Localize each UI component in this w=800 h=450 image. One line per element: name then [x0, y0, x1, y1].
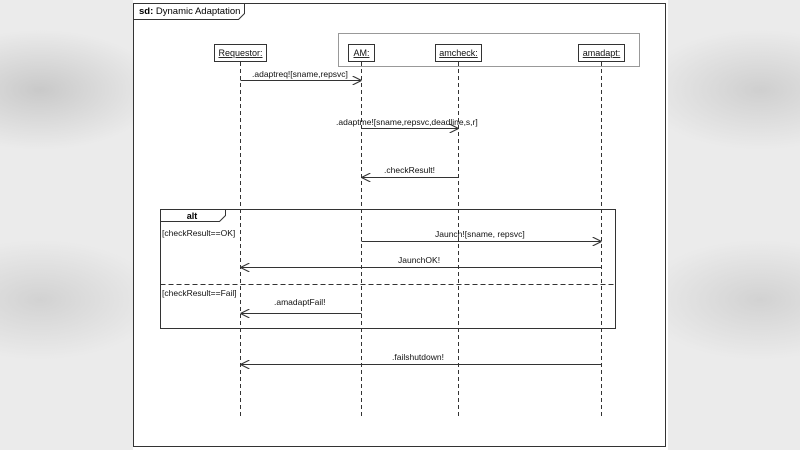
svg-text:.adaptme![sname,repsvc,deadlin: .adaptme![sname,repsvc,deadline,s,r] — [336, 117, 478, 127]
alt-label: alt — [187, 211, 198, 221]
lifeline-amcheck-label: amcheck: — [439, 48, 478, 58]
svg-text:JaunchOK!: JaunchOK! — [398, 255, 440, 265]
message-failshutdown: .failshutdown! — [240, 352, 602, 365]
message-checkresult: .checkResult! — [361, 165, 459, 178]
sd-frame — [133, 3, 666, 447]
svg-text:.adaptreq![sname,repsvc]: .adaptreq![sname,repsvc] — [252, 69, 348, 79]
message-adaptreq: .adaptreq![sname,repsvc] — [240, 69, 362, 81]
lifeline-amadapt: amadapt: — [578, 44, 625, 418]
alt-guard-ok: [checkResult==OK] — [162, 228, 235, 238]
lifeline-am-label: AM: — [353, 48, 369, 58]
svg-text:.checkResult!: .checkResult! — [384, 165, 435, 175]
svg-text:Jaunch![sname, repsvc]: Jaunch![sname, repsvc] — [435, 229, 525, 239]
message-launchok: JaunchOK! — [240, 255, 602, 268]
alt-fragment: alt [checkResult==OK] [checkResult==Fail… — [160, 209, 616, 329]
sd-frame-title: sd: Dynamic Adaptation — [139, 6, 240, 17]
alt-guard-fail: [checkResult==Fail] — [162, 288, 237, 298]
svg-text:.failshutdown!: .failshutdown! — [392, 352, 444, 362]
lifeline-requestor-label: Requestor: — [218, 48, 262, 58]
sd-frame-tab — [133, 3, 245, 20]
svg-text:.amadaptFail!: .amadaptFail! — [274, 297, 326, 307]
message-amadaptfail: .amadaptFail! — [240, 297, 362, 314]
diagram-sheet — [133, 0, 668, 450]
message-launch: Jaunch![sname, repsvc] — [361, 229, 602, 242]
message-adaptme: .adaptme![sname,repsvc,deadline,s,r] — [336, 117, 478, 129]
component-group-box — [338, 33, 640, 67]
lifeline-amcheck: amcheck: — [435, 44, 482, 418]
lifeline-amadapt-label: amadapt: — [583, 48, 621, 58]
lifeline-requestor: Requestor: — [214, 44, 267, 418]
lifeline-am: AM: — [348, 44, 375, 418]
